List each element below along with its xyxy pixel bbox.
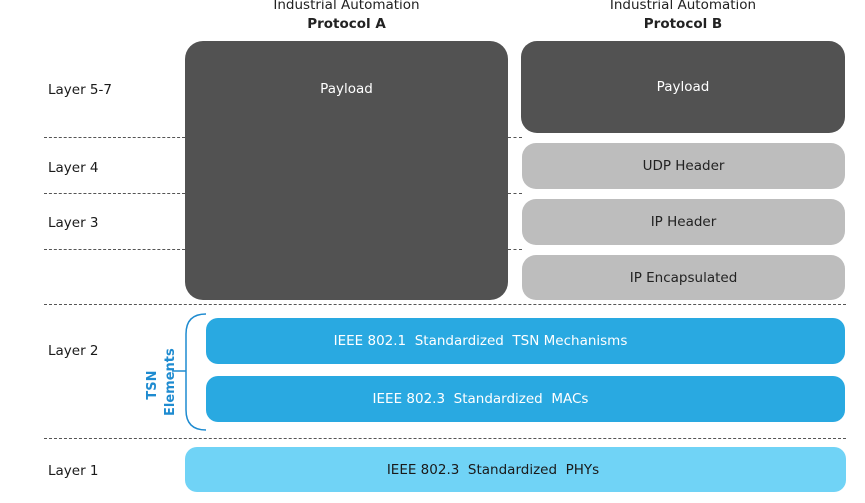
- layer-3-label: Layer 3: [48, 215, 99, 231]
- layer-2-label: Layer 2: [48, 343, 99, 359]
- separator-layer-5-7: [44, 137, 185, 138]
- separator-layer-3: [44, 249, 185, 250]
- tsn-elements-label: TSN Elements: [145, 348, 178, 416]
- layer-5-7-label: Layer 5-7: [48, 82, 112, 98]
- tsn-bracket: [172, 313, 207, 431]
- ip-encapsulated-block: IP Encapsulated: [522, 255, 845, 300]
- macs-label: IEEE 802.3 Standardized MACs: [372, 391, 589, 407]
- protocol-a-subtitle: Protocol A: [307, 16, 386, 32]
- protocol-b-payload-block: Payload: [521, 41, 845, 133]
- separator-layer-3-right: [508, 249, 522, 250]
- protocol-b-subtitle: Protocol B: [643, 16, 723, 32]
- protocol-b-heading: Industrial Automation Protocol B: [521, 0, 845, 34]
- separator-layer-2: [44, 304, 846, 305]
- separator-layer-4-right: [508, 193, 522, 194]
- tsn-mechanisms-block: IEEE 802.1 Standardized TSN Mechanisms: [206, 318, 845, 364]
- ip-header-label: IP Header: [650, 214, 717, 230]
- protocol-a-title: Industrial Automation: [273, 0, 420, 13]
- protocol-a-heading: Industrial Automation Protocol A: [185, 0, 508, 34]
- separator-layer-5-7-right: [508, 137, 522, 138]
- protocol-b-payload-label: Payload: [656, 79, 710, 95]
- ip-encapsulated-label: IP Encapsulated: [629, 269, 738, 286]
- ip-header-block: IP Header: [522, 199, 845, 245]
- separator-layer-4: [44, 193, 185, 194]
- udp-header-block: UDP Header: [522, 143, 845, 189]
- phy-block: IEEE 802.3 Standardized PHYs: [185, 447, 846, 492]
- protocol-a-payload-block: Payload: [185, 41, 508, 300]
- phy-label: IEEE 802.3 Standardized PHYs: [386, 461, 600, 478]
- udp-header-label: UDP Header: [642, 158, 725, 174]
- separator-layer-1: [44, 438, 846, 439]
- layer-4-label: Layer 4: [48, 160, 99, 176]
- layer-1-label: Layer 1: [48, 463, 99, 479]
- macs-block: IEEE 802.3 Standardized MACs: [206, 376, 845, 422]
- protocol-a-payload-label: Payload: [320, 81, 373, 97]
- tsn-mechanisms-label: IEEE 802.1 Standardized TSN Mechanisms: [333, 333, 628, 349]
- protocol-b-title: Industrial Automation: [609, 0, 757, 13]
